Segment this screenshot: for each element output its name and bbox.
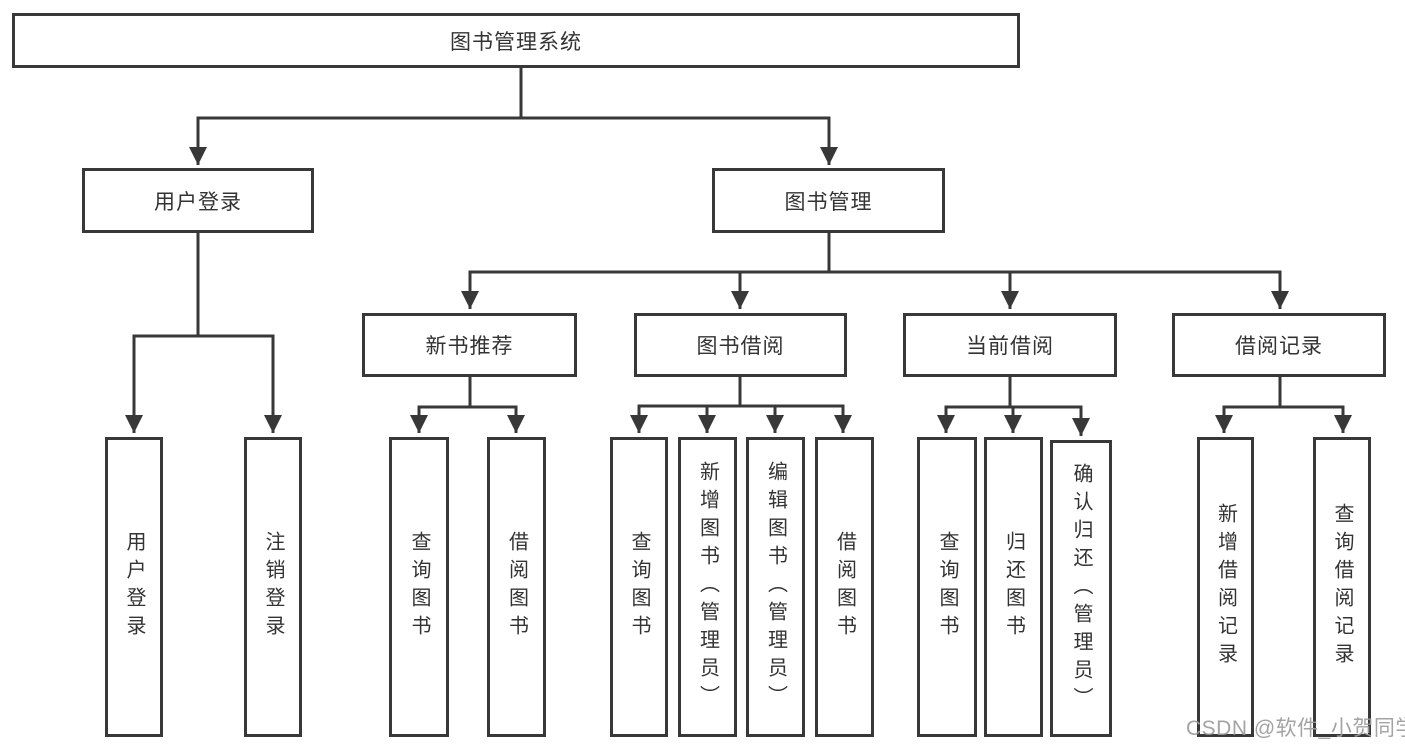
leaf-borrowing-borrow-books-label: 借阅图书 xyxy=(833,531,856,643)
leaf-edit-books-admin-label: 编辑图书（管理员） xyxy=(764,461,787,713)
leaf-borrowing-borrow-books: 借阅图书 xyxy=(815,437,874,737)
leaf-add-books-admin-label: 新增图书（管理员） xyxy=(696,461,719,713)
leaf-return-books: 归还图书 xyxy=(984,437,1043,737)
node-borrowing-records: 借阅记录 xyxy=(1172,313,1386,377)
node-current-borrowing: 当前借阅 xyxy=(903,313,1117,377)
node-user-login: 用户登录 xyxy=(82,168,314,233)
leaf-recommend-query-books-label: 查询图书 xyxy=(408,531,430,643)
leaf-edit-books-admin: 编辑图书（管理员） xyxy=(746,437,805,737)
leaf-recommend-borrow-books: 借阅图书 xyxy=(487,437,546,737)
leaf-logout: 注销登录 xyxy=(244,437,302,737)
node-book-borrowing: 图书借阅 xyxy=(634,313,847,377)
leaf-confirm-return-admin-label: 确认归还（管理员） xyxy=(1070,462,1092,715)
leaf-borrowing-query-books-label: 查询图书 xyxy=(628,531,650,643)
leaf-logout-label: 注销登录 xyxy=(262,531,284,643)
node-system-root: 图书管理系统 xyxy=(12,13,1020,68)
leaf-borrowing-query-books: 查询图书 xyxy=(610,437,668,737)
leaf-add-borrow-record: 新增借阅记录 xyxy=(1197,437,1254,737)
leaf-recommend-borrow-books-label: 借阅图书 xyxy=(505,531,528,643)
leaf-recommend-query-books: 查询图书 xyxy=(389,437,449,737)
leaf-confirm-return-admin: 确认归还（管理员） xyxy=(1050,440,1112,737)
leaf-add-borrow-record-label: 新增借阅记录 xyxy=(1214,503,1237,671)
node-new-book-recommend: 新书推荐 xyxy=(362,313,577,377)
leaf-user-login: 用户登录 xyxy=(105,437,163,737)
leaf-return-books-label: 归还图书 xyxy=(1002,531,1025,643)
leaf-query-borrow-record-label: 查询借阅记录 xyxy=(1331,503,1353,671)
watermark: CSDN @软件_小贺同学 xyxy=(1186,717,1405,740)
leaf-current-query-books: 查询图书 xyxy=(917,437,977,737)
leaf-add-books-admin: 新增图书（管理员） xyxy=(678,437,737,737)
leaf-query-borrow-record: 查询借阅记录 xyxy=(1313,437,1371,737)
node-book-management: 图书管理 xyxy=(712,168,945,233)
leaf-user-login-label: 用户登录 xyxy=(123,531,145,643)
leaf-current-query-books-label: 查询图书 xyxy=(936,531,958,643)
